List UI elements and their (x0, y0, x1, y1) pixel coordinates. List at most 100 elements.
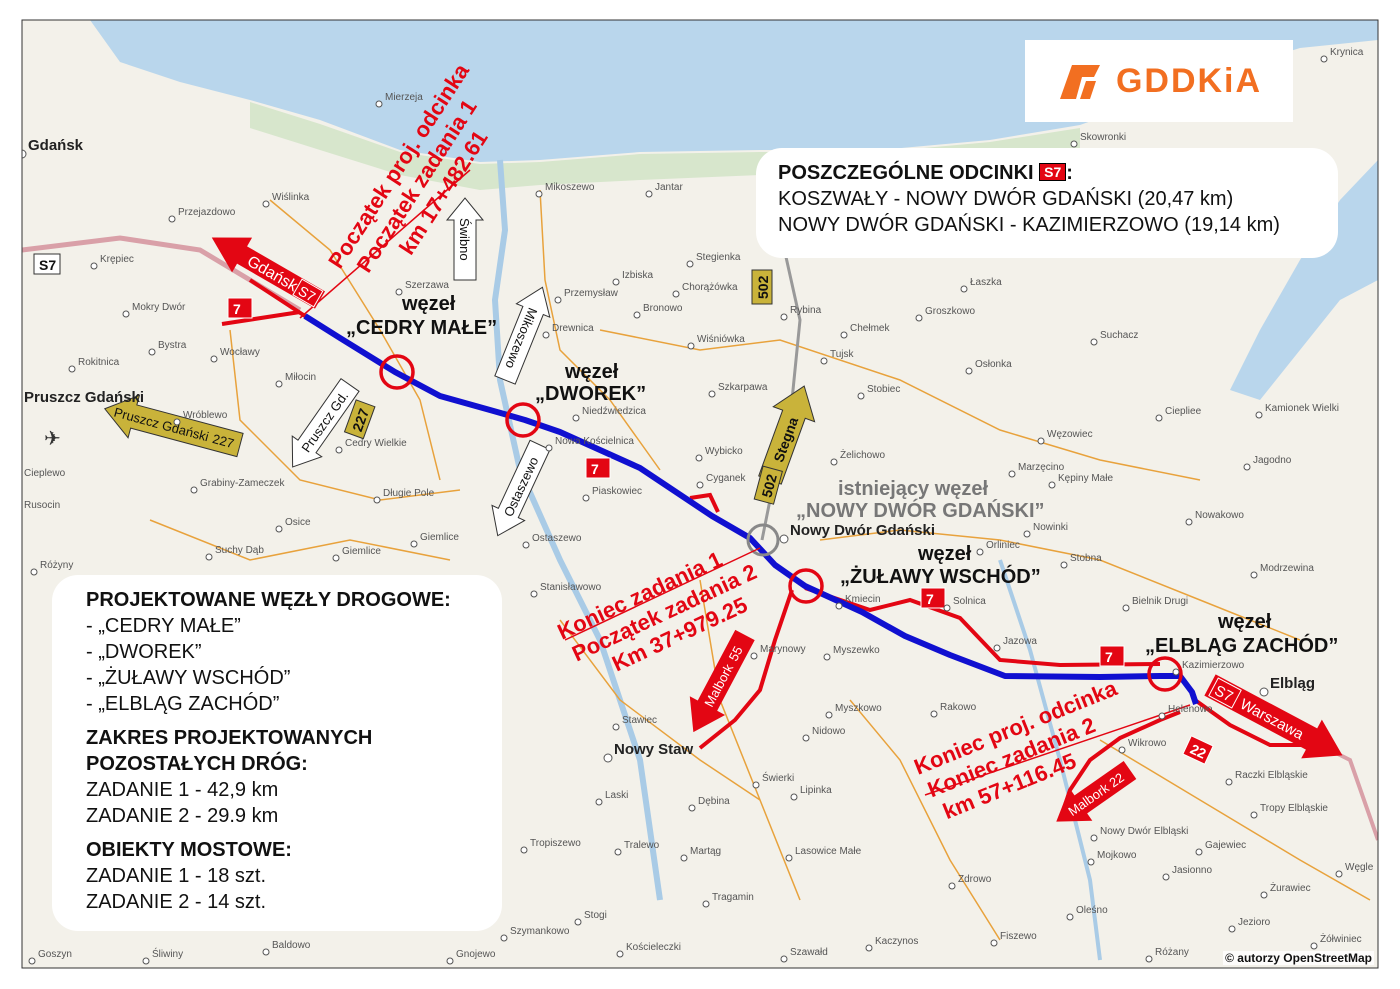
place-marker (633, 311, 641, 319)
place-marker (1070, 140, 1078, 148)
place-marker (1066, 913, 1074, 921)
place-label: Węzowiec (1047, 429, 1093, 440)
place-label: Wikrowo (1128, 738, 1167, 749)
place-marker (1037, 437, 1045, 445)
place-marker (1335, 870, 1343, 878)
place-label: Fiszewo (1000, 931, 1037, 942)
road-badge: 7 (585, 457, 611, 479)
place-marker (616, 950, 624, 958)
place-marker (1259, 687, 1269, 697)
local-roads (149, 189, 1371, 941)
place-marker (820, 357, 828, 365)
place-marker (930, 710, 938, 718)
place-label: Modrzewina (1260, 563, 1314, 574)
place-marker (614, 848, 622, 856)
junction-cedry-male-marker[interactable] (379, 354, 415, 390)
place-marker (30, 568, 38, 576)
place-marker (915, 314, 923, 322)
place-label: Myszkowo (835, 703, 882, 714)
place-marker (1155, 414, 1163, 422)
road-badge-label: 7 (591, 461, 599, 477)
place-marker (554, 296, 562, 304)
place-label: Laski (605, 790, 628, 801)
place-marker (190, 486, 198, 494)
place-label: Cieplewo (24, 468, 66, 479)
place-label: Stobna (1070, 553, 1102, 564)
place-marker (22, 403, 23, 409)
place-label: Wybicko (705, 446, 743, 457)
place-label: Pruszcz Gdański (24, 389, 144, 406)
place-label: Suchacz (1100, 330, 1138, 341)
place-marker (1158, 712, 1166, 720)
place-label: Krynica (1330, 47, 1364, 58)
place-label: Krępiec (100, 254, 134, 265)
junction-cedry-label1: węzeł (401, 293, 456, 315)
place-marker (976, 548, 984, 556)
place-marker (142, 957, 150, 965)
roads-title-2: POZOSTAŁYCH DRÓG: (86, 753, 308, 775)
roads-item: ZADANIE 2 - 29.9 km (86, 805, 279, 827)
road-badge: 22 (1182, 735, 1214, 765)
roads-title: ZAKRES PROJEKTOWANYCH (86, 727, 373, 749)
place-label: Śliwiny (152, 947, 183, 960)
place-marker (1255, 411, 1263, 419)
place-label: Cyganek (706, 473, 746, 484)
place-marker (1310, 942, 1318, 950)
place-marker (173, 418, 181, 426)
place-label: Drewnica (552, 323, 594, 334)
junction-dworek-marker[interactable] (505, 402, 541, 438)
place-marker (262, 200, 270, 208)
junction-elblag-label2: „ELBLĄG ZACHÓD” (1145, 633, 1338, 657)
place-marker (965, 367, 973, 375)
place-label: Miłocin (285, 372, 316, 383)
place-marker (1023, 530, 1031, 538)
place-marker (702, 900, 710, 908)
place-label: Giemlice (420, 532, 459, 543)
place-marker (1118, 746, 1126, 754)
place-marker (750, 652, 758, 660)
place-label: Jantar (655, 182, 683, 193)
place-label: Żurawiec (1270, 881, 1311, 894)
place-marker (612, 723, 620, 731)
place-label: Żółwiniec (1320, 932, 1362, 945)
place-label: Wróblewo (183, 410, 228, 421)
junction-cedry-label2: „CEDRY MAŁE” (346, 317, 497, 339)
bridges-title: OBIEKTY MOSTOWE: (86, 839, 292, 861)
place-marker (1008, 470, 1016, 478)
place-marker (1185, 518, 1193, 526)
place-label: Nowy Dwór Gdański (790, 522, 935, 539)
junction-zulawy-label1: węzeł (917, 543, 972, 565)
place-label: Mierzeja (385, 92, 423, 103)
place-label: Izbiska (622, 270, 654, 281)
place-label: Przejazdowo (178, 207, 236, 218)
place-label: Długie Pole (383, 488, 435, 499)
place-label: Gdańsk (28, 137, 84, 154)
place-marker (1048, 481, 1056, 489)
place-label: Marzęcino (1018, 462, 1065, 473)
place-marker (28, 957, 36, 965)
place-label: Rakowo (940, 702, 977, 713)
junction-elblag-zachod-marker[interactable] (1147, 656, 1183, 692)
place-marker (332, 554, 340, 562)
place-marker (22, 149, 27, 159)
place-label: Mojkowo (1097, 850, 1137, 861)
osm-credit[interactable]: © autorzy OpenStreetMap (1223, 951, 1374, 965)
place-marker (696, 481, 704, 489)
lagoon (1230, 160, 1378, 400)
place-label: Kamionek Wielki (1265, 403, 1339, 414)
place-label: Kmiecin (845, 594, 881, 605)
place-label: Marynowy (760, 644, 806, 655)
junction-zulawy-wschod-marker[interactable] (788, 568, 824, 604)
place-marker (1250, 571, 1258, 579)
mid-leader-line (564, 547, 761, 641)
place-label: Tropiszewo (530, 838, 581, 849)
place-marker (275, 380, 283, 388)
place-marker (993, 644, 1001, 652)
roads-item: ZADANIE 1 - 42,9 km (86, 779, 279, 801)
junction-zulawy-label2: „ŻUŁAWY WSCHÓD” (840, 564, 1041, 588)
section-item: KOSZWAŁY - NOWY DWÓR GDAŃSKI (20,47 km) (778, 188, 1234, 210)
junction-dworek-label2: „DWOREK” (535, 383, 646, 405)
junction-nowy-dwor-marker[interactable] (746, 523, 780, 557)
place-label: Węgle (1345, 862, 1374, 873)
place-marker (780, 955, 788, 963)
